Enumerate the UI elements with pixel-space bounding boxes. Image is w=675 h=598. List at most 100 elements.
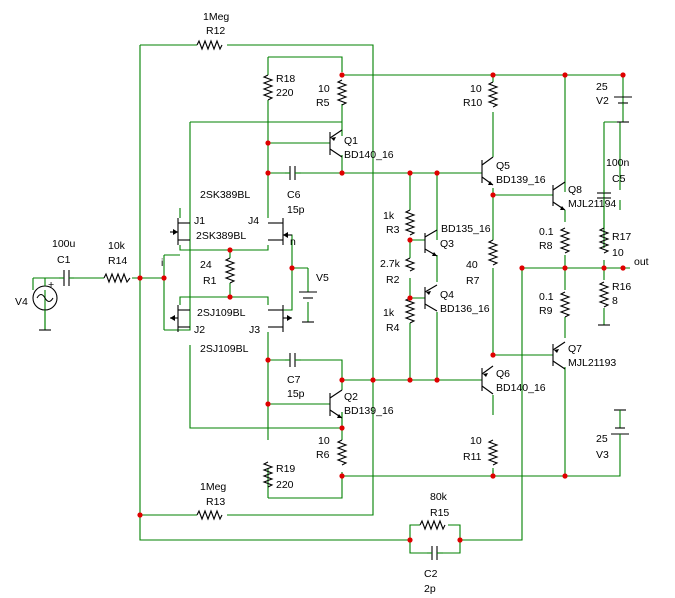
label-J4-ref: J4: [248, 215, 259, 227]
junction-node: [137, 512, 143, 518]
resistor-R7: [487, 239, 499, 266]
label-V4-ref: V4: [15, 296, 28, 308]
label-R16-value: 8: [612, 295, 618, 307]
label-Q1-value: BD140_16: [344, 149, 394, 161]
label-C7-value: 15p: [287, 388, 305, 400]
junction-node: [339, 170, 345, 176]
label-R18-ref: R18: [276, 73, 295, 85]
label-R17-value: 10: [612, 247, 624, 259]
resistor-R18: [262, 74, 274, 101]
label-R12-value: 1Meg: [203, 11, 229, 23]
label-R10-value: 10: [470, 83, 482, 95]
label-R5-ref: R5: [316, 97, 330, 109]
label-R5-value: 10: [318, 83, 330, 95]
label-R11-ref: R11: [463, 451, 482, 463]
label-R15-value: 80k: [430, 491, 448, 503]
label-R8-ref: R8: [539, 240, 553, 252]
resistor-R19: [262, 461, 274, 488]
label-C7-ref: C7: [287, 374, 301, 386]
label-R8-value: 0.1: [539, 226, 554, 238]
junction-node: [227, 247, 233, 253]
label-Q4-ref: Q4: [440, 289, 454, 301]
junction-node: [289, 265, 295, 271]
junction-node: [562, 473, 568, 479]
capacitor-C2: [427, 546, 443, 560]
voltage-source-V4: +: [32, 278, 58, 331]
junction-node: [265, 401, 271, 407]
resistor-R6: [336, 439, 348, 466]
label-R1-value: 24: [200, 259, 212, 271]
transistor-Q1: [329, 129, 343, 158]
label-R17-ref: R17: [612, 231, 631, 243]
label-R11-value: 10: [470, 435, 482, 447]
jfet-J1: [170, 218, 190, 245]
label-R18-value: 220: [276, 87, 294, 99]
label-J3-value: 2SJ109BL: [200, 343, 249, 355]
resistor-R14: [103, 272, 131, 284]
label-Q7-value: MJL21193: [568, 357, 616, 369]
label-R9-ref: R9: [539, 305, 553, 317]
label-C5-value: 100n: [606, 157, 630, 169]
label-R15-ref: R15: [430, 507, 449, 519]
label-C2-ref: C2: [424, 568, 438, 580]
jfet-J4: [268, 218, 292, 245]
label-R14-value: 10k: [108, 240, 126, 252]
resistor-R10: [487, 81, 499, 108]
resistor-R1: [224, 257, 236, 284]
resistor-R16: [598, 281, 610, 308]
junction-node: [562, 72, 568, 78]
resistor-R12: [196, 39, 223, 51]
labels: 1Meg R12 R18 220 10 R5 10 R10 25 V2 Q1 B…: [15, 11, 649, 595]
label-V2-ref: V2: [596, 95, 609, 107]
transistor-Q3: [424, 229, 438, 257]
net-label-n: n: [290, 236, 296, 248]
voltage-source-V2: [614, 96, 632, 123]
junction-node: [339, 473, 345, 479]
junction-node: [490, 192, 496, 198]
junction-node: [161, 275, 167, 281]
label-J1-ref: J1: [194, 215, 205, 227]
label-R3-value: 1k: [383, 210, 395, 222]
capacitor-C6: [285, 166, 301, 180]
label-R4-value: 1k: [383, 307, 395, 319]
label-R19-value: 220: [276, 479, 294, 491]
label-C1-ref: C1: [57, 254, 71, 266]
transistor-Q5: [481, 150, 494, 186]
label-J2-ref: J2: [194, 324, 205, 336]
label-V3-value: 25: [596, 433, 608, 445]
transistor-Q6: [481, 365, 494, 395]
junction-node: [620, 72, 626, 78]
label-R19-ref: R19: [276, 463, 295, 475]
resistor-R8: [559, 227, 571, 254]
label-R6-ref: R6: [316, 449, 330, 461]
label-Q6-value: BD140_16: [496, 382, 546, 394]
label-R13-ref: R13: [206, 496, 225, 508]
label-Q4-value: BD136_16: [440, 303, 490, 315]
transistor-Q7: [552, 341, 566, 370]
label-Q1-ref: Q1: [344, 135, 358, 147]
label-R3-ref: R3: [386, 224, 400, 236]
label-R4-ref: R4: [386, 322, 400, 334]
resistor-R13: [196, 509, 223, 521]
label-Q8-value: MJL21194: [568, 198, 616, 210]
net-label-i: i: [161, 257, 163, 269]
label-R2-value: 2.7k: [380, 258, 401, 270]
jfets: [170, 218, 292, 332]
junction-node: [339, 72, 345, 78]
label-C5-ref: C5: [612, 173, 626, 185]
resistor-R4: [404, 297, 416, 324]
resistor-R9: [559, 291, 571, 318]
capacitors: [59, 166, 611, 560]
junction-node: [407, 537, 413, 543]
junction-node: [519, 265, 525, 271]
label-J3-ref: J3: [249, 324, 260, 336]
label-J4-value: 2SK389BL: [196, 230, 246, 242]
label-Q7-ref: Q7: [568, 343, 582, 355]
junction-node: [265, 357, 271, 363]
junction-node: [490, 473, 496, 479]
net-label-out: out: [634, 256, 649, 268]
resistor-R11: [487, 439, 499, 466]
transistors: [329, 129, 566, 419]
label-R13-value: 1Meg: [200, 481, 226, 493]
